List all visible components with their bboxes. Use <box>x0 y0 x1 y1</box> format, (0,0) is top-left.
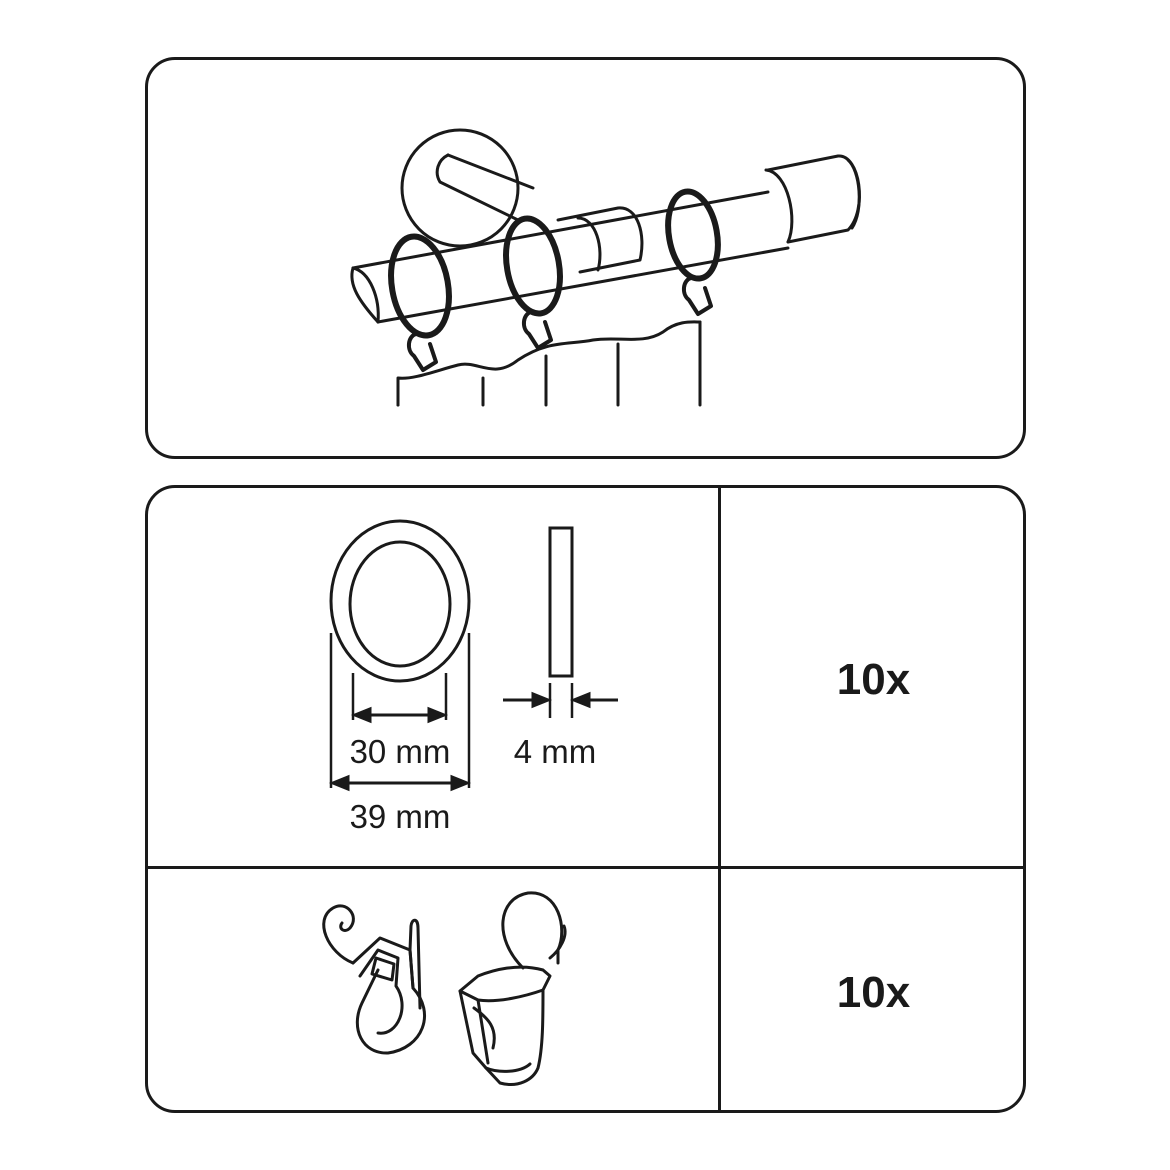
outer-diameter-arrow <box>328 774 472 792</box>
outer-diameter-label: 39 mm <box>350 798 451 835</box>
ring-3 <box>665 188 721 282</box>
ring-1 <box>388 233 452 339</box>
rod-connector <box>556 206 644 274</box>
ring-profile-icon <box>548 526 574 678</box>
bracket-arm <box>435 153 520 222</box>
rod-top-edge <box>351 190 770 270</box>
ring-2 <box>503 215 563 317</box>
thickness-arrows <box>503 691 618 709</box>
bracket-rosette <box>400 128 520 248</box>
ring-icon <box>329 519 471 683</box>
hook-clip-quantity: 10x <box>836 968 911 1017</box>
thickness-label: 4 mm <box>514 733 597 770</box>
column-divider <box>718 488 721 1110</box>
ring-quantity: 10x <box>836 655 911 704</box>
inner-diameter-label: 30 mm <box>350 733 451 770</box>
row-divider <box>148 866 1023 869</box>
curtain-clip-icon <box>458 891 567 1086</box>
curtain-rod-illustration <box>350 128 861 407</box>
ring-dimension-drawing: 30 mm 39 mm 4 mm <box>322 519 618 1086</box>
curtain-hook-icon <box>322 904 426 1055</box>
inner-diameter-arrow <box>350 706 449 724</box>
rod-end-cap <box>766 154 861 244</box>
curtain-fabric <box>396 320 702 407</box>
contents-panel: 30 mm 39 mm 4 mm 10x 10x <box>145 485 1026 1113</box>
rod-illustration-panel <box>145 57 1026 459</box>
